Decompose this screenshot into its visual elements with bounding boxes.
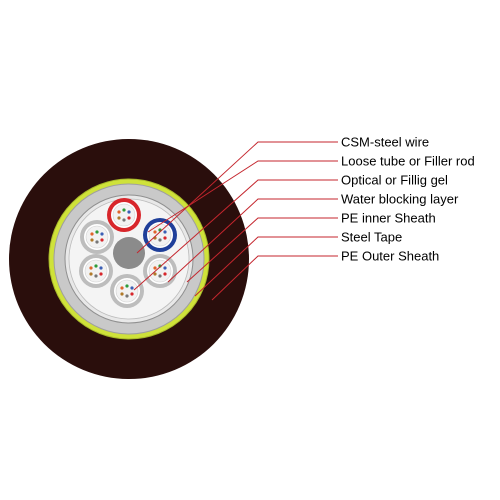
csm-steel-wire — [113, 237, 145, 269]
leader-line-steel-tape — [194, 236, 338, 297]
label-csm-steel-wire: CSM-steel wire — [341, 135, 429, 150]
leader-line-pe-outer-sheath — [211, 255, 338, 301]
label-pe-inner-sheath: PE inner Sheath — [341, 211, 436, 226]
leader-line-water-blocking — [167, 198, 338, 283]
label-steel-tape: Steel Tape — [341, 230, 402, 245]
loose-tube-blue — [143, 218, 177, 252]
loose-tube-natural — [143, 254, 177, 288]
loose-tube-natural — [110, 274, 144, 308]
label-water-blocking-layer: Water blocking layer — [341, 192, 459, 207]
loose-tube-natural — [80, 220, 114, 254]
label-pe-outer-sheath: PE Outer Sheath — [341, 249, 439, 264]
loose-tube-natural — [79, 254, 113, 288]
loose-tube-red — [107, 198, 141, 232]
leader-line-optical-gel — [133, 179, 338, 291]
label-optical-or-fillig-gel: Optical or Fillig gel — [341, 173, 448, 188]
leader-line-csm-steel-wire — [136, 141, 338, 254]
label-loose-tube-or-filler-rod: Loose tube or Filler rod — [341, 154, 475, 169]
leader-line-pe-inner-sheath — [186, 217, 338, 283]
leader-line-loose-tube — [147, 160, 338, 233]
